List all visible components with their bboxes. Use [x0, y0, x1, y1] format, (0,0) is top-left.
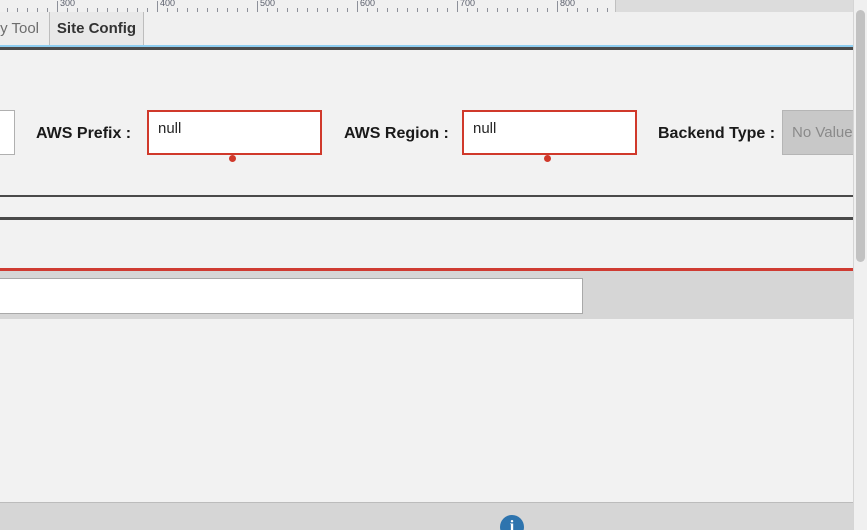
backend-type-select-value: No Value: [792, 124, 853, 141]
tab-bar-underline: [0, 45, 867, 47]
content-panel: AWS Prefix : null AWS Region : null Back…: [0, 47, 867, 530]
aws-prefix-input[interactable]: null: [147, 110, 322, 155]
info-icon[interactable]: i: [500, 515, 524, 530]
divider-line-1: [0, 195, 854, 197]
input-strip: [0, 271, 854, 319]
horizontal-ruler: 300 400 500 600: [0, 0, 867, 13]
ruler-label-400: 400: [160, 0, 176, 8]
aws-region-label: AWS Region :: [344, 125, 449, 142]
vertical-scrollbar[interactable]: [853, 0, 867, 530]
divider-line-red: [0, 268, 854, 271]
aws-prefix-required-marker: [229, 155, 236, 162]
tab-deploy-tool-label: y Tool: [0, 20, 39, 37]
leading-truncated-input[interactable]: [0, 110, 15, 155]
tab-bar-empty-area: [144, 12, 867, 45]
aws-prefix-label: AWS Prefix :: [36, 125, 132, 142]
spacer-strip: [0, 319, 854, 355]
ruler-label-600: 600: [360, 0, 376, 8]
empty-content-area: [0, 354, 854, 502]
config-form-row: AWS Prefix : null AWS Region : null Back…: [0, 110, 867, 170]
aws-prefix-input-value: null: [158, 120, 182, 137]
backend-type-label: Backend Type :: [658, 125, 776, 142]
footer-bar: i: [0, 502, 854, 530]
divider-line-2: [0, 217, 854, 220]
tab-deploy-tool[interactable]: y Tool: [0, 12, 50, 45]
aws-region-input[interactable]: null: [462, 110, 637, 155]
backend-type-select[interactable]: No Value: [782, 110, 867, 155]
tab-bar: y Tool Site Config: [0, 12, 867, 46]
aws-region-input-value: null: [473, 120, 497, 137]
config-text-input[interactable]: [0, 278, 583, 314]
ruler-label-500: 500: [260, 0, 276, 8]
ruler-inactive-region: [615, 0, 867, 12]
ruler-label-300: 300: [60, 0, 76, 8]
info-icon-glyph: i: [509, 518, 515, 530]
panel-top-divider: [0, 47, 854, 50]
tab-site-config-label: Site Config: [56, 20, 137, 37]
ruler-label-800: 800: [560, 0, 576, 8]
tab-site-config[interactable]: Site Config: [49, 12, 144, 45]
ruler-label-700: 700: [460, 0, 476, 8]
vertical-scrollbar-thumb[interactable]: [856, 10, 865, 262]
aws-region-required-marker: [544, 155, 551, 162]
